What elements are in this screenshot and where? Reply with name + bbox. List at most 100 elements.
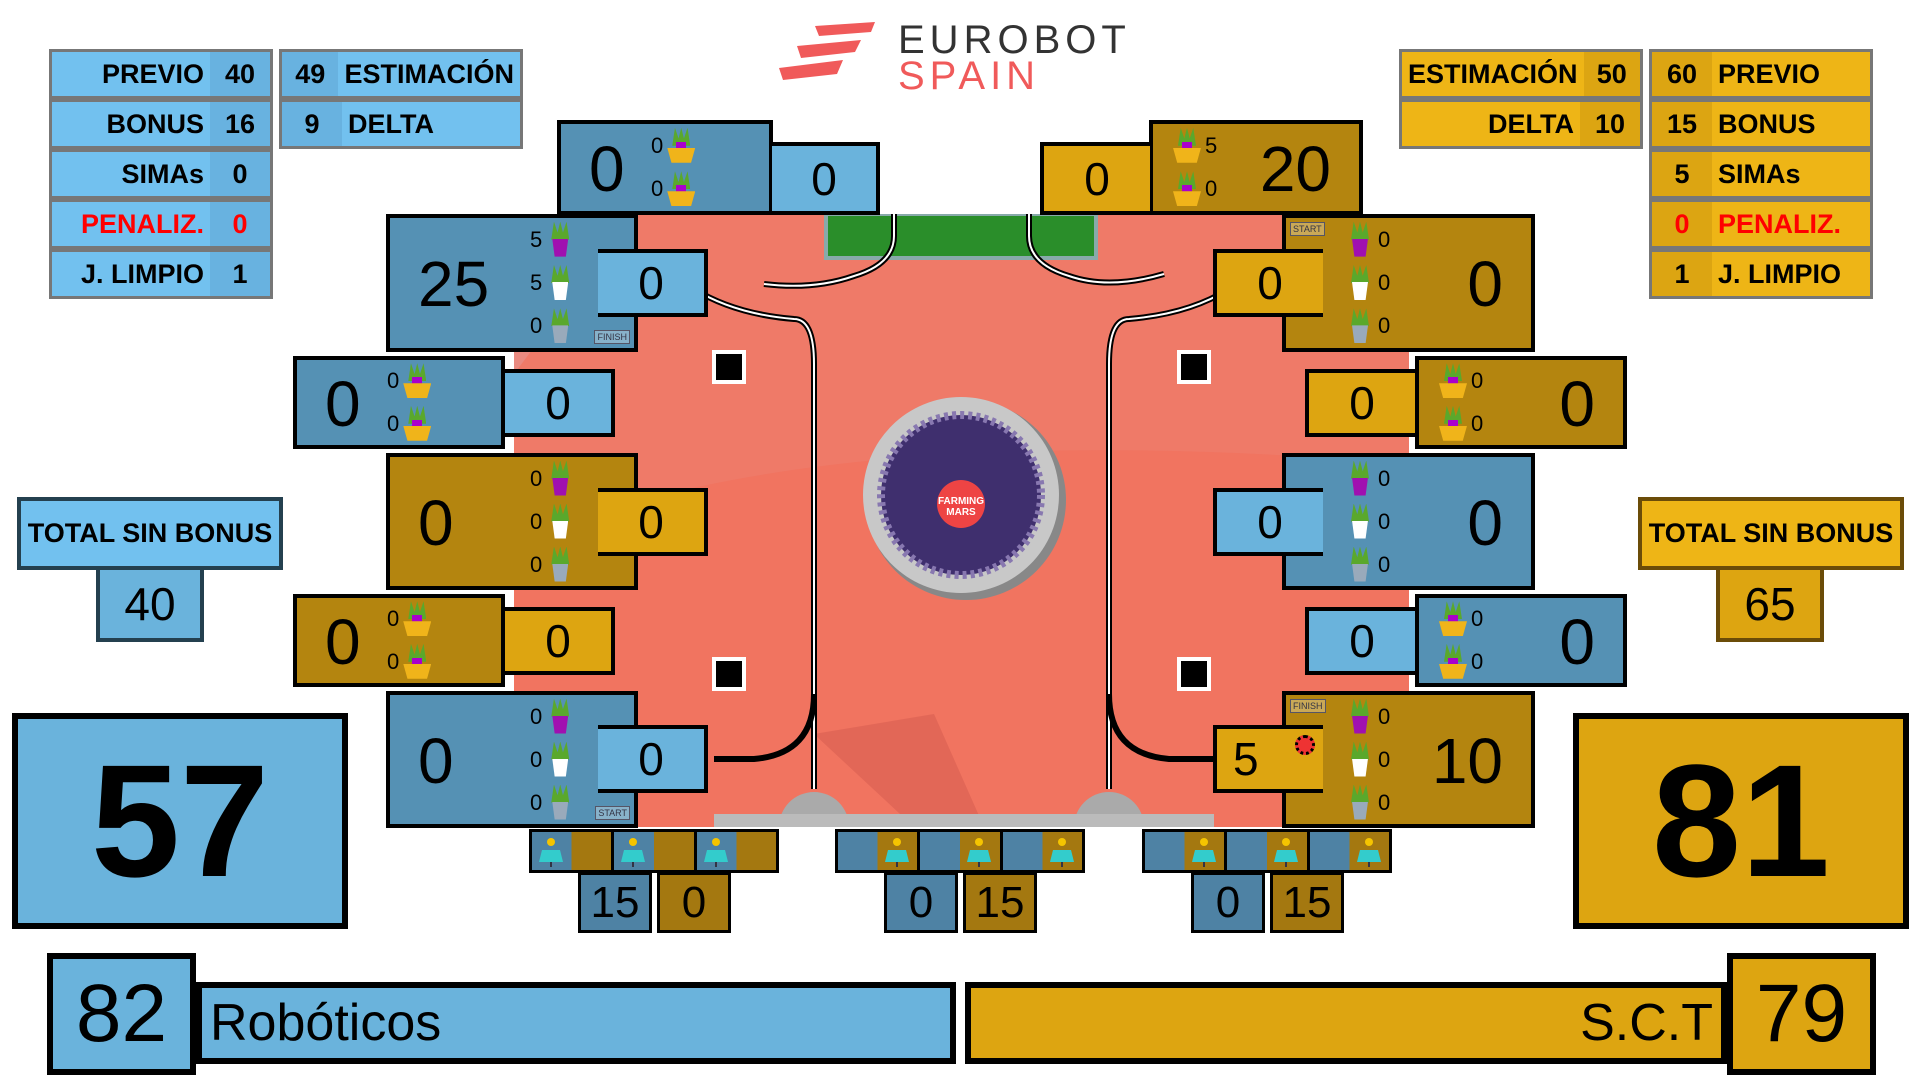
badge-finish-icon: FINISH [1290,699,1326,713]
field-map [514,214,1409,827]
stat-label: J. LIMPIO [80,258,204,289]
plant-count-value: 0 [1378,226,1391,252]
logo-swoosh-icon [779,22,875,80]
inner-pot-icon [1448,419,1458,428]
inner-pot-icon [1182,141,1192,150]
leaves-icon [1351,221,1369,240]
blue-total-sin-bonus-value: 40 [96,570,204,642]
planter-icon [1173,127,1201,164]
solar-panel-group [835,829,1085,873]
stat-value: 9 [282,102,342,146]
stat-label: ESTIMACIÓN [1408,58,1578,89]
pot-icon [552,282,569,300]
solar-panel-cell[interactable] [1002,832,1082,870]
pot-icon [552,758,569,777]
solar-panel-cell[interactable] [614,832,697,870]
stat-label: BONUS [106,108,204,139]
blue-team-name: Robóticos [196,982,956,1064]
planter-icon [1439,601,1467,637]
solar-score-blue: 0 [1191,872,1265,933]
logo-text-spain: SPAIN [898,54,1041,98]
plant-count: 0 [1346,221,1391,258]
leaves-icon [551,308,570,327]
plant-pot-icon [546,546,574,583]
plant-count-value: 0 [1378,270,1391,295]
plant-count: 0 [651,127,696,164]
solar-panel-cell[interactable] [532,832,615,870]
pot-icon [552,325,569,344]
zone-sub-score: 0 [772,142,880,215]
plant-pot-icon [546,265,574,301]
plant-count: 0 [530,546,574,583]
leaves-icon [1351,460,1369,479]
plant-pot-icon [1346,221,1374,258]
plant-count: 0 [1346,741,1391,778]
plant-count-value: 5 [530,270,543,295]
plant-count: 0 [530,460,574,497]
zone-main-score: 10 [1431,724,1503,797]
plant-count-value: 0 [1378,746,1391,772]
planter-icon [403,601,432,637]
solar-panel-cell[interactable] [920,832,1003,870]
solar-panel-cell[interactable] [1227,832,1310,870]
stat-label: DELTA [1488,108,1574,139]
plant-count: 0 [1439,363,1483,399]
plant-count: 0 [1346,698,1391,735]
leaves-icon [551,546,570,565]
stat-value: 0 [210,152,270,196]
zone-main-score: 0 [1559,367,1595,440]
plant-count-value: 0 [530,551,543,577]
leaves-icon [551,784,570,803]
zone-main-score: 0 [1467,248,1503,320]
stat-value: 0 [1652,202,1712,246]
leaves-icon [551,265,570,283]
zone-main-score: 0 [325,605,361,678]
solar-score-blue: 0 [884,872,958,933]
solar-score-yellow: 15 [963,872,1037,933]
plant-count: 0 [1346,265,1390,301]
stat-value: 50 [1583,52,1640,96]
pot-icon [1352,238,1368,257]
plant-count-value: 0 [1471,606,1484,632]
pot-icon [403,663,432,679]
plant-count-value: 0 [1378,551,1391,577]
pot-icon [1352,563,1368,582]
leaves-icon [551,741,570,760]
plant-count: 0 [530,741,574,778]
stat-value: 10 [1580,102,1640,146]
badge-finish-icon: FINISH [594,330,630,344]
pot-icon [403,621,432,637]
planter-icon [1439,363,1467,399]
planter-icon [1439,643,1467,680]
plant-count-value: 0 [1378,703,1391,729]
yellow-final-score: 79 [1727,953,1876,1075]
solar-panel-cell[interactable] [696,832,776,870]
plant-count-value: 5 [1205,132,1218,158]
stat-value: 16 [210,102,270,146]
pot-icon [552,520,569,539]
pot-icon [552,477,569,496]
pot-icon [1439,621,1467,637]
plant-count-value: 0 [1205,176,1218,202]
plant-count-value: 0 [530,313,543,339]
solar-panel-icon [966,836,992,868]
plant-count-value: 0 [1471,368,1484,394]
plant-count: 5 [1173,127,1218,164]
yellow-team-name: S.C.T [965,982,1727,1064]
yellow-total-sin-bonus-value: 65 [1716,570,1824,642]
leaves-icon [1351,308,1369,327]
solar-panel-icon [1273,836,1299,868]
solar-panel-cell[interactable] [1309,832,1389,870]
plant-pot-icon [546,308,574,344]
solar-panel-cell[interactable] [1145,832,1228,870]
logo-text-eurobot: EUROBOT [898,18,1131,62]
solar-panel-cell[interactable] [838,832,921,870]
zone-sub-score: 0 [1213,488,1323,556]
ladybug-icon [1295,735,1315,755]
